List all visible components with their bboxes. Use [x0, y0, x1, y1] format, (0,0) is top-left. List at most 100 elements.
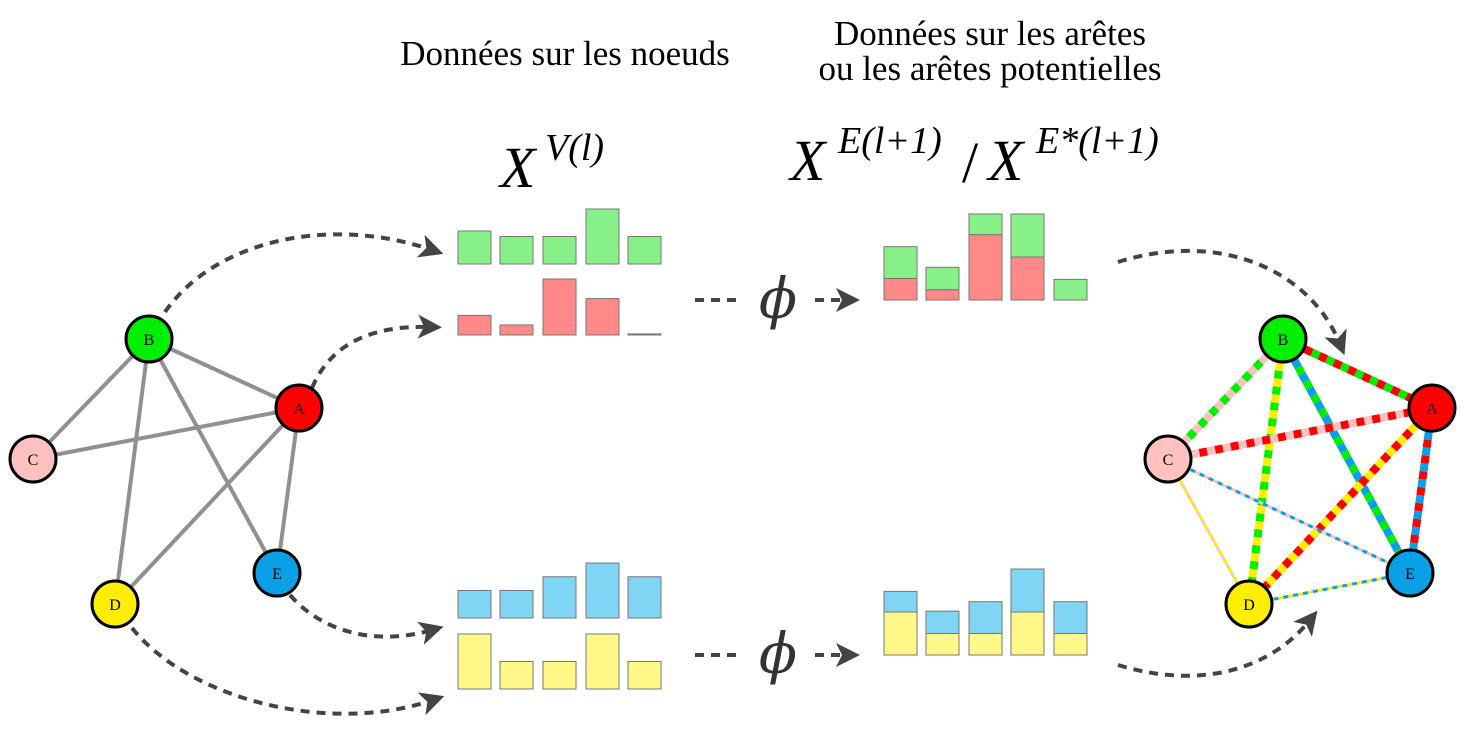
arrow-top-edges-to-graph [1117, 248, 1347, 356]
edge-A-D [113, 406, 301, 606]
input-node-E: E [252, 548, 302, 598]
input-node-label: A [293, 401, 305, 418]
math-edge-base: X [788, 128, 828, 193]
feature-bar [627, 333, 662, 336]
edge-C-A [1167, 404, 1433, 463]
feature-bar [499, 236, 534, 265]
input-node-D: D [90, 579, 140, 629]
heading-edge-data-line2: ou les arêtes potentielles [818, 49, 1161, 88]
feature-bar [457, 314, 492, 336]
edge-feature-bar-lower [1053, 633, 1088, 656]
math-slash: / [962, 130, 979, 195]
feature-bar [585, 298, 620, 336]
feature-bar [499, 324, 534, 336]
edge-features-top [883, 213, 1088, 301]
output-node-label: A [1426, 401, 1438, 418]
input-node-label: B [144, 332, 155, 349]
edge-feature-bar-upper [883, 590, 918, 613]
edge-B-D [113, 338, 151, 605]
flow-arrows [130, 232, 1347, 716]
feature-bar [585, 208, 620, 265]
input-node-A: A [274, 383, 324, 433]
output-node-label: E [1405, 566, 1415, 583]
feature-bar [499, 661, 534, 690]
input-node-label: C [28, 452, 39, 469]
heading-edge-data-line1: Données sur les arêtes [834, 14, 1146, 53]
node-features-green [457, 208, 662, 265]
input-node-B: B [124, 314, 174, 364]
feature-bar [585, 633, 620, 690]
edge-feature-bar-upper [1053, 278, 1088, 301]
edge-C-D [1166, 458, 1251, 605]
edge-feature-bar-upper [925, 266, 960, 291]
output-node-C: C [1143, 434, 1193, 484]
edge-B-C [31, 337, 151, 461]
edge-B-A [1281, 335, 1434, 412]
output-node-D: D [1224, 579, 1274, 629]
input-node-C: C [8, 434, 58, 484]
edge-D-E [1248, 571, 1411, 606]
feature-bar [457, 590, 492, 619]
phi-top: ϕ [759, 267, 797, 332]
arrow-a-to-red-features [310, 314, 442, 389]
feature-bar [457, 230, 492, 265]
math-node-sup: V(l) [545, 127, 604, 169]
arrow-e-to-blue-features [288, 593, 444, 645]
feature-bar [585, 562, 620, 619]
edge-B-D [1245, 338, 1287, 605]
input-node-label: D [109, 597, 121, 614]
edge-B-A [148, 337, 300, 410]
edge-A-E [1406, 407, 1436, 574]
edge-B-C [1165, 336, 1286, 462]
math-edge-features: X E(l+1) / X E*(l+1) [788, 120, 1159, 195]
edge-features-bottom [883, 568, 1088, 656]
output-graph-nodes: A B C D E [1143, 314, 1457, 629]
edge-feature-bar-upper [883, 246, 918, 279]
edge-feature-bar-upper [1010, 213, 1045, 258]
input-graph-nodes: A B C D E [8, 314, 324, 629]
edge-C-E [1167, 457, 1411, 575]
phi-bottom: ϕ [759, 622, 797, 687]
output-node-label: B [1278, 332, 1289, 349]
feature-bar [542, 278, 577, 336]
feature-bar [499, 590, 534, 619]
arrow-d-to-yellow-features [130, 626, 445, 716]
edge-A-D [1246, 405, 1435, 607]
edge-feature-bar-lower [883, 611, 918, 656]
edge-feature-bar-upper [1010, 568, 1045, 613]
edge-feature-bar-upper [925, 610, 960, 635]
arrow-b-to-green-features [163, 232, 444, 314]
output-node-B: B [1258, 314, 1308, 364]
input-graph-edges [31, 337, 301, 606]
edge-feature-bar-lower [968, 234, 1003, 301]
math-edge-sup: E(l+1) [837, 120, 942, 162]
feature-bar [457, 633, 492, 690]
feature-bar [627, 236, 662, 265]
feature-bar [627, 576, 662, 619]
output-node-label: D [1243, 597, 1255, 614]
output-graph-edges [1165, 335, 1436, 607]
feature-bar [627, 661, 662, 690]
edge-C-A [32, 406, 300, 461]
input-node-label: E [272, 566, 282, 583]
feature-bar [542, 576, 577, 619]
math-node-base: X [498, 135, 538, 200]
feature-bar [542, 661, 577, 690]
edge-B-E [1279, 337, 1414, 575]
edge-feature-bar-lower [1010, 256, 1045, 301]
math-edge-star-base: X [986, 128, 1026, 193]
heading-node-data: Données sur les noeuds [400, 34, 730, 73]
edge-A-E [275, 407, 301, 574]
edge-feature-bar-upper [1053, 601, 1088, 634]
math-node-features: X V(l) [498, 127, 604, 200]
edge-feature-bar-upper [968, 213, 1003, 236]
edge-feature-bar-lower [925, 633, 960, 656]
node-features-yellow [457, 633, 662, 690]
output-node-A: A [1407, 383, 1457, 433]
node-features-red [457, 278, 662, 336]
feature-bar [542, 236, 577, 265]
edge-feature-bar-lower [1010, 611, 1045, 656]
output-node-label: C [1163, 452, 1174, 469]
arrow-bottom-edges-to-graph [1117, 610, 1318, 678]
